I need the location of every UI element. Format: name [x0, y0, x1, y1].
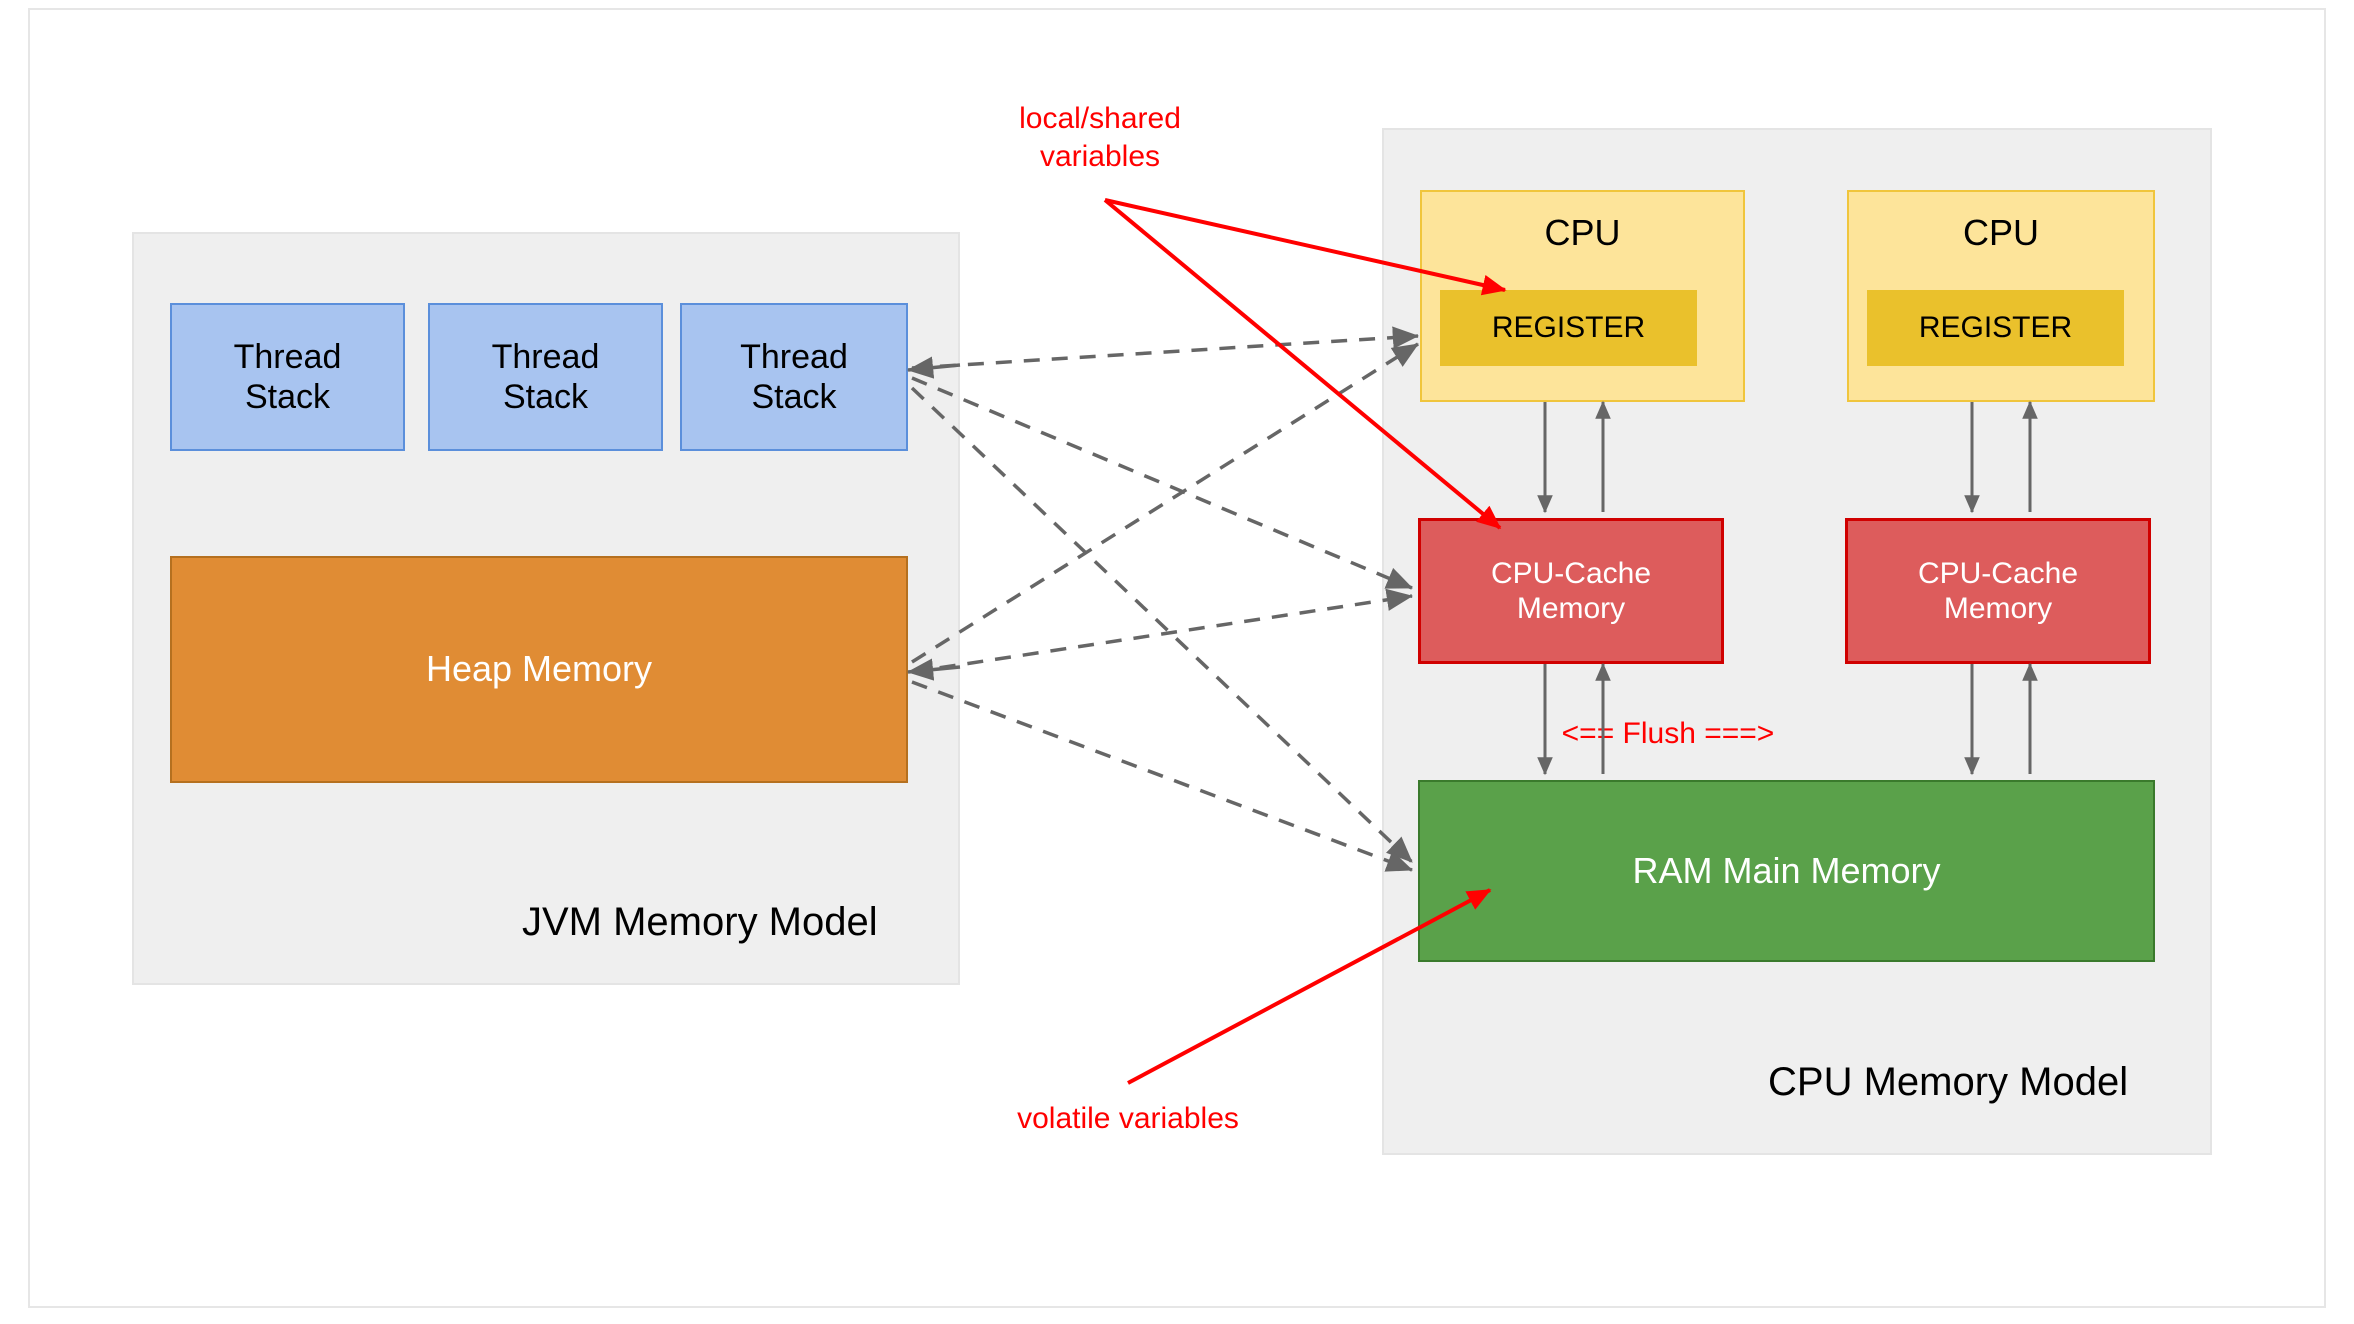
jvm-panel-title: JVM Memory Model [522, 900, 878, 944]
ram-main-memory-box: RAM Main Memory [1418, 780, 2155, 962]
register-box-1: REGISTER [1440, 290, 1697, 366]
heap-memory-label: Heap Memory [425, 648, 653, 690]
thread-stack-label-3: Thread Stack [740, 337, 848, 416]
cpu-cache-box-2: CPU-Cache Memory [1845, 518, 2151, 664]
thread-stack-label-2: Thread Stack [491, 337, 600, 416]
cpu-label-2: CPU [1962, 212, 2039, 253]
register-label-1: REGISTER [1491, 311, 1646, 345]
cpu-panel-title: CPU Memory Model [1768, 1060, 2129, 1104]
thread-stack-box-1: Thread Stack [170, 303, 405, 451]
thread-stack-label-1: Thread Stack [233, 337, 342, 416]
cpu-cache-box-1: CPU-Cache Memory [1418, 518, 1724, 664]
cpu-label-1: CPU [1544, 212, 1621, 253]
local-shared-variables-label: local/shared variables [1019, 102, 1181, 173]
register-box-2: REGISTER [1867, 290, 2124, 366]
ram-main-memory-label: RAM Main Memory [1632, 849, 1941, 891]
thread-stack-box-3: Thread Stack [680, 303, 908, 451]
thread-stack-box-2: Thread Stack [428, 303, 663, 451]
register-label-2: REGISTER [1918, 311, 2073, 345]
volatile-variables-label: volatile variables [1017, 1102, 1239, 1135]
flush-annotation-label: <== Flush ===> [1561, 717, 1775, 750]
cpu-cache-label-1: CPU-Cache Memory [1490, 556, 1652, 625]
cpu-cache-label-2: CPU-Cache Memory [1917, 556, 2079, 625]
heap-memory-box: Heap Memory [170, 556, 908, 783]
